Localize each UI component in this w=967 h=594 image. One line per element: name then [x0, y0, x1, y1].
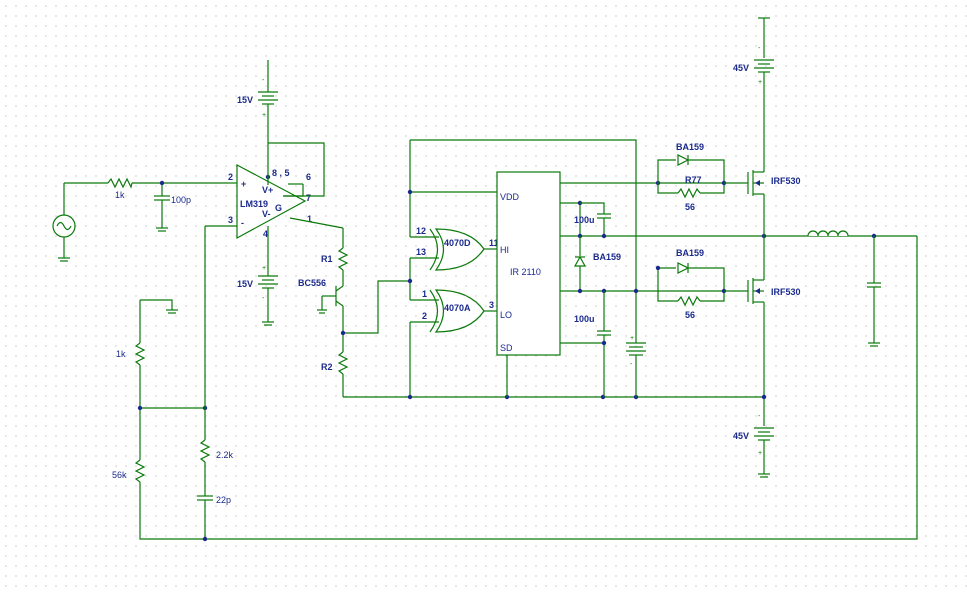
svg-text:VDD: VDD — [500, 192, 520, 202]
svg-text:1: 1 — [422, 289, 427, 299]
svg-text:LO: LO — [500, 310, 512, 320]
div-bottom-label: 56k — [112, 470, 127, 480]
ls-diode-label: BA159 — [676, 248, 704, 258]
input-resistor-label: 1k — [115, 190, 125, 200]
comparator-label: LM319 — [240, 199, 268, 209]
svg-text:+: + — [262, 265, 266, 272]
svg-text:HI: HI — [500, 245, 509, 255]
svg-text:G: G — [275, 203, 282, 213]
svg-text:12: 12 — [416, 226, 426, 236]
low-side-mosfet: IRF530 — [724, 236, 801, 426]
xor-gate-4070d: 4070D 12 13 11 — [410, 226, 499, 271]
svg-text:11: 11 — [489, 238, 499, 248]
supply-45v-top-label: 45V — [733, 63, 749, 73]
boot-diode-label: BA159 — [593, 252, 621, 262]
output-inductor — [807, 230, 877, 239]
supply-15v-top: - + 15V — [237, 60, 278, 185]
supply-15v-bottom-label: 15V — [237, 279, 253, 289]
svg-text:SD: SD — [500, 343, 513, 353]
input-wiring — [64, 180, 228, 232]
output-capacitor — [867, 236, 881, 347]
svg-text:+: + — [630, 335, 634, 342]
driver-outputs: 100u BA159 100u + - — [560, 180, 917, 397]
xor-gate-4070a: 4070A 1 2 3 — [410, 289, 497, 333]
svg-text:+: + — [262, 112, 266, 119]
svg-text:-: - — [630, 361, 633, 368]
boot-cap-bottom-label: 100u — [574, 314, 595, 324]
high-side-mosfet: IRF530 — [724, 80, 801, 236]
comparator-lm319: + - V+ V- G LM319 2 3 8 , 5 6 7 4 1 — [205, 142, 344, 240]
svg-text:-: - — [758, 413, 761, 420]
supply-15v-top-label: 15V — [237, 95, 253, 105]
svg-text:7: 7 — [306, 193, 311, 203]
gate-d-label: 4070D — [444, 238, 471, 248]
input-resistor: 1k — [107, 177, 133, 200]
svg-text:+: + — [241, 179, 246, 189]
svg-text:3: 3 — [489, 300, 494, 310]
gate-a-label: 4070A — [444, 303, 471, 313]
svg-text:V+: V+ — [262, 185, 273, 195]
svg-text:1: 1 — [307, 214, 312, 224]
hs-res-value: 56 — [685, 202, 695, 212]
driver-ir2110: VDD HI LO SD IR 2110 — [496, 171, 561, 397]
svg-text:V-: V- — [262, 209, 271, 219]
supply-15v-bottom: + - 15V — [237, 226, 278, 326]
ac-source — [52, 183, 76, 262]
svg-text:+: + — [758, 450, 762, 457]
ls-mosfet-label: IRF530 — [771, 287, 801, 297]
gate-wiring — [343, 139, 764, 400]
div-top-label: 1k — [116, 349, 126, 359]
input-cap-label: 100p — [171, 195, 191, 205]
supply-45v-top: - + 45V — [733, 17, 774, 86]
fb-cap-label: 22p — [216, 495, 231, 505]
supply-45v-bottom-label: 45V — [733, 431, 749, 441]
svg-text:2: 2 — [228, 172, 233, 182]
svg-text:6: 6 — [306, 172, 311, 182]
r2-label: R2 — [321, 362, 333, 372]
boot-cap-top-label: 100u — [574, 215, 595, 225]
svg-text:2: 2 — [422, 311, 427, 321]
high-side-gate-network: BA159 R77 56 — [657, 142, 727, 212]
hs-res-label: R77 — [685, 175, 702, 185]
hs-diode-label: BA159 — [676, 142, 704, 152]
supply-45v-bottom: - + 45V — [733, 413, 774, 478]
ls-res-value: 56 — [685, 310, 695, 320]
driver-label: IR 2110 — [510, 267, 541, 277]
hs-mosfet-label: IRF530 — [771, 176, 801, 186]
svg-text:13: 13 — [416, 247, 426, 257]
transistor-stage: R1 BC556 R2 — [298, 228, 410, 397]
low-side-gate-network: BA159 56 — [655, 248, 727, 320]
svg-text:-: - — [241, 218, 244, 228]
divider-network: 1k 56k 2.2k 22p — [112, 226, 918, 542]
svg-text:4: 4 — [263, 229, 268, 239]
svg-text:+: + — [758, 79, 762, 86]
svg-text:-: - — [262, 77, 265, 84]
svg-text:8 , 5: 8 , 5 — [272, 168, 290, 178]
svg-text:-: - — [262, 295, 265, 302]
svg-text:3: 3 — [228, 215, 233, 225]
r1-label: R1 — [321, 254, 333, 264]
fb-res-label: 2.2k — [216, 450, 234, 460]
svg-text:-: - — [758, 45, 761, 52]
transistor-label: BC556 — [298, 278, 326, 288]
